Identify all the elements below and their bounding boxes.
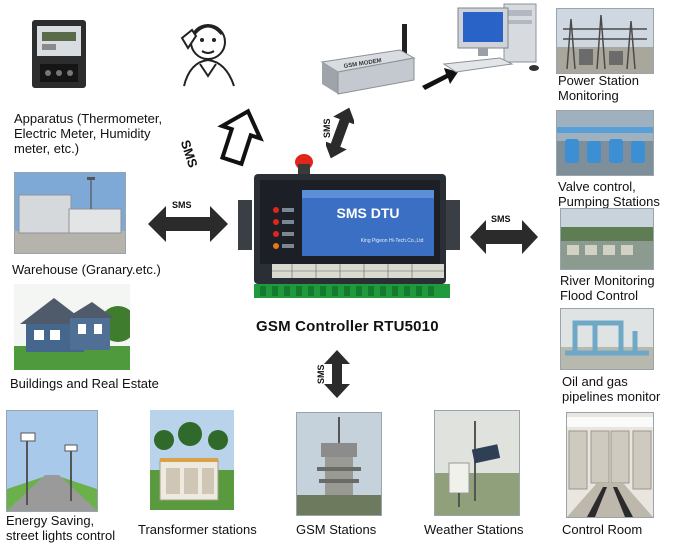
warehouse-photo — [14, 172, 126, 254]
sms-arrow-right-label: SMS — [491, 214, 511, 224]
sms-arrow-modem-label: SMS — [322, 118, 332, 138]
power-station-label-line-1: Power Station — [558, 73, 639, 88]
buildings-photo — [14, 284, 130, 370]
gsm-stations-label: GSM Stations — [296, 522, 377, 537]
device-maker: King Pigeon Hi-Tech.Co.,Ltd — [361, 238, 424, 244]
control-room-photo — [566, 412, 654, 518]
sms-arrow-left-label: SMS — [172, 200, 192, 210]
sms-arrow-modem — [326, 104, 354, 162]
sms-arrow-down-label: SMS — [316, 364, 326, 384]
oil-gas-label-line-2: pipelines monitor — [562, 389, 661, 404]
street-lights-photo — [6, 410, 98, 512]
river-monitoring-label-line-2: Flood Control — [560, 288, 639, 303]
valve-control-label-line-1: Valve control, — [558, 179, 636, 194]
gsm-station-photo — [296, 412, 382, 516]
phone-user-illustration — [170, 14, 240, 88]
power-station-photo — [556, 8, 654, 74]
modem-label: GSM MODEM — [343, 58, 382, 70]
buildings-label: Buildings and Real Estate — [10, 376, 159, 391]
river-monitoring-photo — [560, 208, 654, 270]
apparatus-label: Apparatus (Thermometer, Electric Meter, … — [14, 111, 194, 156]
control-room-label: Control Room — [562, 522, 643, 537]
river-monitoring-label-line-1: River Monitoring — [560, 273, 655, 288]
power-station-label-line-2: Monitoring — [558, 88, 619, 103]
apparatus-label-line-2: Electric Meter, Humidity — [14, 126, 151, 141]
oil-gas-pipeline-photo — [560, 308, 654, 370]
energy-saving-label-line-1: Energy Saving, — [6, 513, 95, 528]
sms-arrow-apparatus-label: SMS — [177, 138, 201, 170]
sms-arrow-apparatus — [206, 106, 264, 168]
device-brand: SMS DTU — [337, 205, 400, 221]
river-monitoring-label: River Monitoring Flood Control — [560, 273, 655, 303]
power-station-label: Power Station Monitoring — [558, 73, 639, 103]
sms-arrow-right — [468, 218, 540, 256]
computer-photo — [438, 2, 548, 74]
weather-station-photo — [434, 410, 520, 516]
sms-arrow-left — [146, 204, 230, 244]
transformer-station-photo — [150, 410, 234, 510]
oil-gas-label: Oil and gas pipelines monitor — [562, 374, 660, 404]
apparatus-label-line-3: meter, etc.) — [14, 141, 80, 156]
modem-to-computer-arrow — [420, 66, 460, 90]
warehouse-label: Warehouse (Granary.etc.) — [12, 262, 161, 277]
pumping-station-photo — [556, 110, 654, 176]
energy-saving-label-line-2: street lights control — [6, 528, 116, 543]
energy-saving-label: Energy Saving, street lights control — [6, 513, 115, 543]
valve-control-label: Valve control, Pumping Stations — [558, 179, 660, 209]
transformer-stations-label: Transformer stations — [138, 522, 257, 537]
sms-arrow-down — [322, 348, 352, 400]
controller-caption: GSM Controller RTU5010 — [256, 318, 439, 335]
rtu5010-device: SMS DTU King Pigeon Hi-Tech.Co.,Ltd — [232, 150, 468, 300]
apparatus-label-line-1: Apparatus (Thermometer, — [14, 111, 163, 126]
electric-meter-photo — [30, 18, 88, 90]
oil-gas-label-line-1: Oil and gas — [562, 374, 628, 389]
gsm-modem: GSM MODEM — [318, 24, 418, 96]
valve-control-label-line-2: Pumping Stations — [558, 194, 660, 209]
weather-stations-label: Weather Stations — [424, 522, 524, 537]
